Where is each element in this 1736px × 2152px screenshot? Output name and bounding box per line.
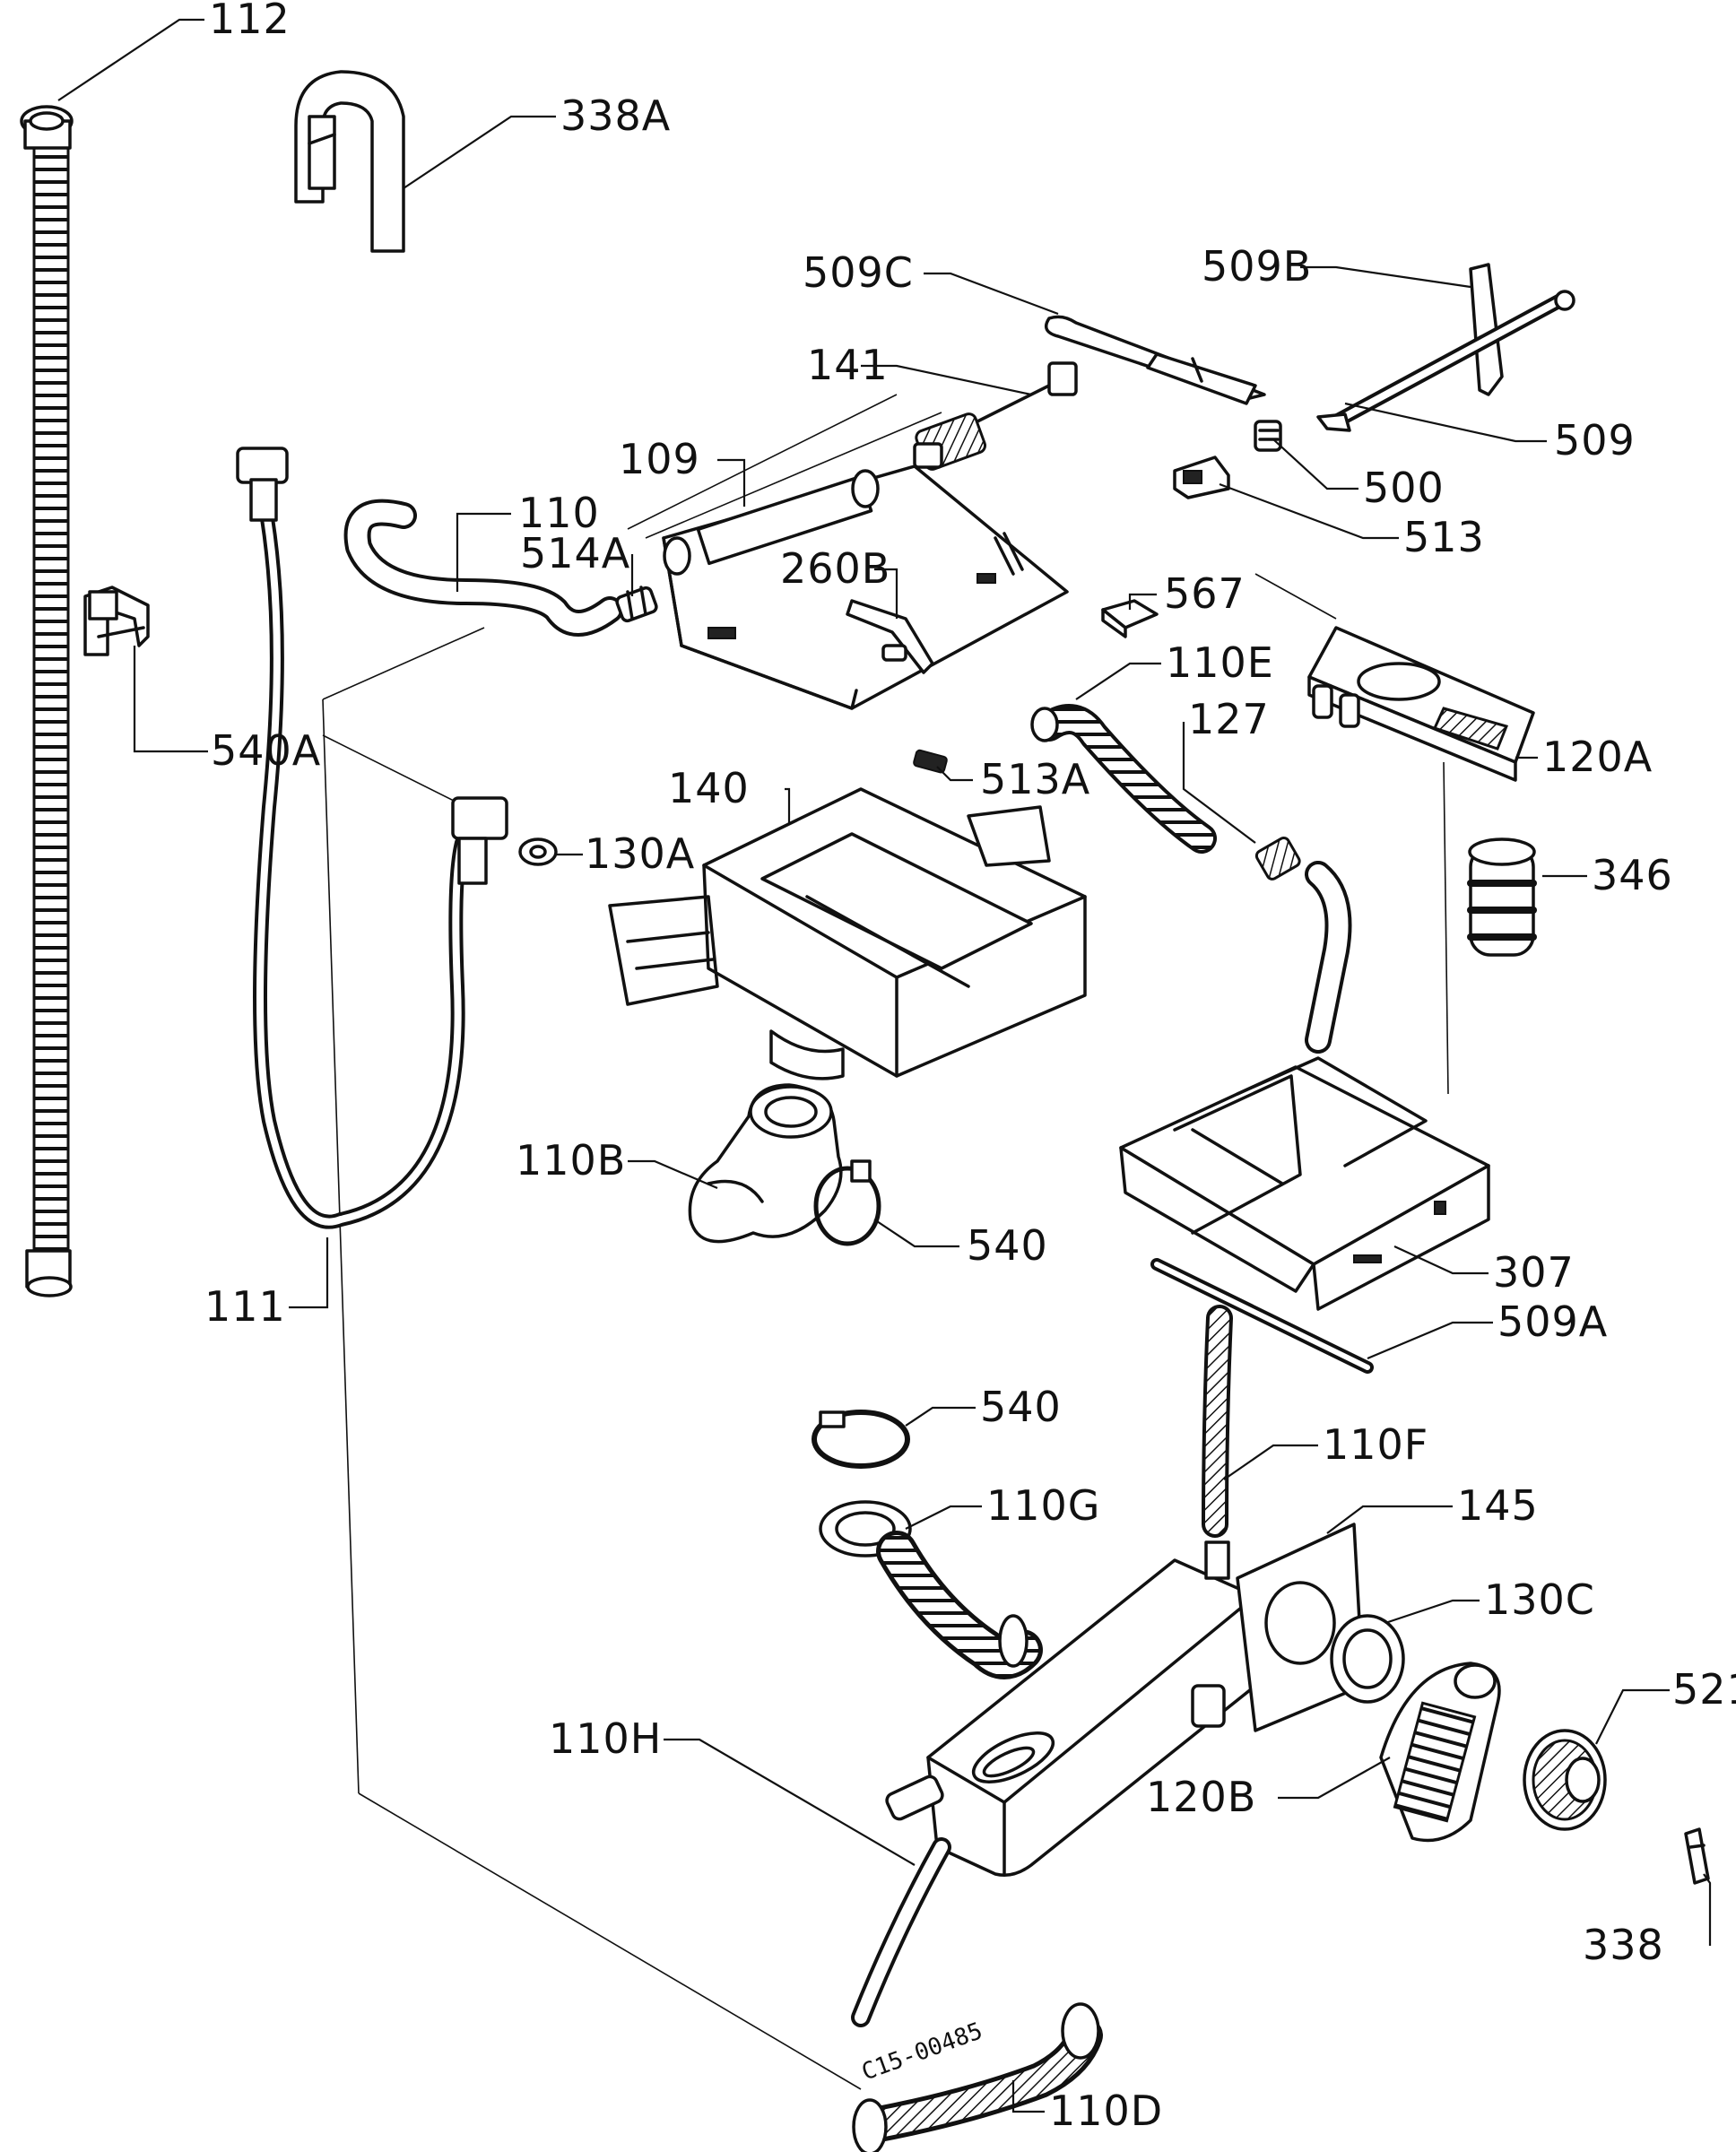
callout-567: 567 xyxy=(1164,569,1246,618)
part-513a-clip xyxy=(913,749,948,774)
part-513-clamp xyxy=(1173,456,1230,499)
callout-260b: 260B xyxy=(780,544,890,593)
part-260b-bracket xyxy=(846,599,934,674)
part-521-filter-knob xyxy=(1523,1729,1607,1831)
callout-120a: 120A xyxy=(1542,733,1653,781)
callout-120b: 120B xyxy=(1146,1773,1256,1821)
callout-110d: 110D xyxy=(1049,2087,1163,2135)
callout-509: 509 xyxy=(1554,416,1636,464)
callout-140: 140 xyxy=(668,764,750,812)
callout-110h: 110H xyxy=(549,1714,662,1763)
part-110b-outlet-pipe xyxy=(688,1083,843,1244)
document-code: C15-00485 xyxy=(858,2017,986,2086)
callout-109: 109 xyxy=(619,435,700,483)
callout-145: 145 xyxy=(1457,1481,1539,1530)
callout-127: 127 xyxy=(1188,695,1270,743)
part-110-hose xyxy=(343,499,623,637)
callout-509c: 509C xyxy=(803,248,914,297)
callout-labels: 112 338A 509C 509B 141 509 109 500 110 5… xyxy=(204,0,1736,2135)
part-514a-connector xyxy=(615,586,658,623)
part-509a-rod xyxy=(1150,1258,1374,1374)
leader-lines xyxy=(57,18,1712,2113)
callout-110f: 110F xyxy=(1323,1420,1428,1469)
part-338a-hose-hanger xyxy=(294,70,405,253)
callout-540-top: 540 xyxy=(967,1221,1048,1270)
part-110g-elbow xyxy=(819,1500,1043,1679)
part-110f-hose xyxy=(1202,1305,1233,1538)
callout-346: 346 xyxy=(1592,851,1673,899)
part-509b-lever-handle xyxy=(1316,263,1575,432)
part-112-corrugated-hose xyxy=(20,105,74,1297)
callout-500: 500 xyxy=(1363,464,1445,512)
callout-130a: 130A xyxy=(585,829,695,878)
part-500-screw xyxy=(1254,420,1282,452)
callout-513: 513 xyxy=(1403,513,1485,561)
callout-307: 307 xyxy=(1493,1248,1575,1297)
part-338-catch xyxy=(1684,1827,1710,1885)
assembly-frame-lines xyxy=(322,394,1449,2090)
callout-513a: 513A xyxy=(980,755,1090,803)
callout-110e: 110E xyxy=(1166,638,1274,687)
callout-112: 112 xyxy=(209,0,291,43)
part-130c-seal xyxy=(1330,1614,1405,1704)
callout-130c: 130C xyxy=(1484,1575,1595,1624)
document-code-text: C15-00485 xyxy=(858,2017,986,2086)
part-109-valve-plate xyxy=(662,464,1069,710)
callout-509b: 509B xyxy=(1202,242,1312,291)
callout-509a: 509A xyxy=(1497,1297,1608,1346)
callout-110b: 110B xyxy=(516,1136,626,1184)
part-346-bellow xyxy=(1467,837,1537,957)
part-111-inlet-hose xyxy=(236,447,508,1229)
part-540-clamp-ring-top xyxy=(813,1159,881,1246)
part-120a-drawer-front xyxy=(1307,626,1535,782)
part-110h-hose xyxy=(851,1837,951,2027)
callout-521: 521 xyxy=(1672,1665,1736,1714)
callout-540a: 540A xyxy=(211,726,321,775)
callout-338: 338 xyxy=(1583,1921,1664,1969)
callout-141: 141 xyxy=(807,341,889,389)
part-127-coupling xyxy=(1254,836,1301,881)
callout-540-mid: 540 xyxy=(980,1383,1062,1431)
part-540-clamp-ring-mid xyxy=(812,1410,910,1469)
callout-110g: 110G xyxy=(986,1481,1100,1530)
part-540a-clip xyxy=(83,586,150,656)
callout-111: 111 xyxy=(204,1282,286,1331)
part-110e-ribbed-hose xyxy=(1030,704,1217,854)
part-307-dispenser-drawer xyxy=(1119,1056,1490,1311)
part-141-solenoid xyxy=(913,361,1078,471)
callout-514a: 514A xyxy=(520,529,630,577)
hose-127-to-307 xyxy=(1305,861,1352,1054)
part-130a-washer xyxy=(518,837,558,866)
part-509c-lever xyxy=(1044,315,1266,405)
part-110d-drain-pipe xyxy=(852,2002,1103,2152)
part-140-dispenser-housing xyxy=(608,787,1087,1080)
callout-110: 110 xyxy=(518,489,600,537)
callout-338a: 338A xyxy=(560,91,671,140)
part-120b-filter-insert xyxy=(1379,1662,1501,1843)
part-145-sump xyxy=(885,1523,1365,1877)
part-567-block xyxy=(1101,599,1159,638)
